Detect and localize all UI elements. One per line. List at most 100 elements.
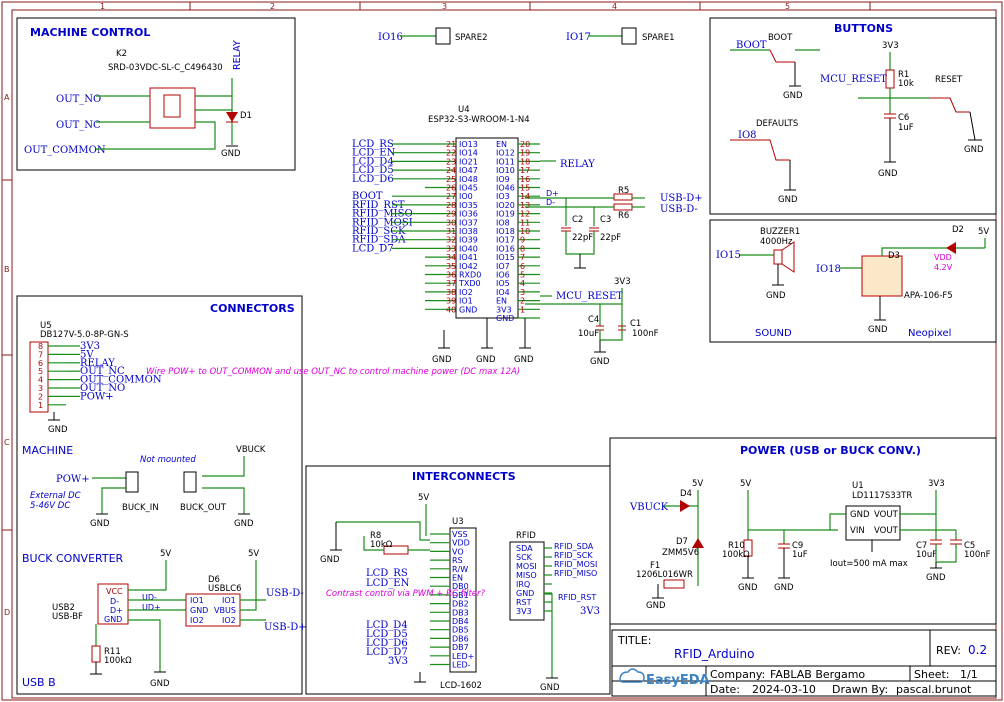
mcu-pin-label: IO36	[459, 210, 478, 219]
dplus-label: D+	[546, 189, 559, 198]
v5-label: 5V	[248, 549, 259, 559]
mcu-pin-number: 39	[446, 297, 456, 306]
d6-label: D6	[208, 575, 220, 585]
lcd-pin-label: DB3	[452, 608, 469, 617]
mcu-pin-label: IO16	[496, 244, 515, 253]
mcu-block: U4 ESP32-S3-WROOM-1-N4 IO1321LCD_RSIO142…	[352, 105, 703, 367]
lcd-pin-label: DB4	[452, 617, 469, 626]
mcu-pin-number: 26	[446, 184, 456, 193]
mcu-pin-label: IO6	[496, 271, 510, 280]
rfid-pin-label: 3V3	[516, 607, 532, 616]
ic-pin: VBUS	[214, 606, 236, 615]
net-usb-dplus: USB-D+	[660, 193, 703, 204]
buck-in-header	[125, 471, 139, 493]
col-label: 3	[442, 2, 447, 11]
buzzer-label: BUZZER1	[760, 227, 800, 237]
mcu-net-label: RFID_SDA	[352, 235, 406, 246]
d7-label: D7	[676, 537, 688, 547]
mcu-net-label: BOOT	[352, 191, 383, 202]
mcu-pin-number: 32	[446, 236, 456, 245]
c3-val: 22pF	[600, 233, 621, 243]
c1-val: 100nF	[632, 329, 659, 339]
ldo-pin: VOUT	[874, 510, 899, 520]
c2-val: 22pF	[572, 233, 593, 243]
v5-label: 5V	[692, 479, 703, 489]
mcu-pin-label: IO3	[496, 192, 510, 201]
ic-pin: IO2	[190, 616, 204, 625]
mcu-pin-label: IO20	[496, 201, 515, 210]
c5-label: C5	[964, 541, 975, 551]
terminal-pin-number: 4	[38, 376, 43, 385]
v5-label: 5V	[418, 493, 429, 503]
r8-val: 10kΩ	[370, 540, 393, 550]
mcu-pin-number: 33	[446, 244, 456, 253]
terminal-net-label: RELAY	[80, 358, 115, 369]
lcd-pin-label: VO	[452, 547, 464, 556]
r1-label: R1	[898, 70, 909, 80]
col-label: 1	[100, 2, 105, 11]
net-pow: POW+	[56, 474, 90, 485]
c3-label: C3	[600, 215, 611, 225]
gnd-label: GND	[476, 355, 496, 365]
v33-label: 3V3	[928, 479, 945, 489]
power-title: POWER (USB or BUCK CONV.)	[740, 444, 921, 457]
rfid-net: RFID_MISO	[554, 569, 597, 578]
date-value: 2024-03-10	[752, 683, 816, 696]
mcu-net-label: LCD_RS	[352, 139, 394, 150]
lcd-pin-label: DB6	[452, 634, 469, 643]
usb-dp-pin: D+	[110, 606, 123, 615]
not-mounted-note: Not mounted	[140, 455, 196, 465]
ldo-pin: GND	[850, 510, 870, 520]
mcu-pin-label: IO12	[496, 149, 515, 158]
mcu-pin-number: 21	[446, 140, 456, 149]
r5-label: R5	[618, 186, 629, 196]
mcu-pin-label: IO37	[459, 218, 478, 227]
col-label: 5	[785, 2, 790, 11]
gnd-label: GND	[738, 583, 758, 593]
ic-pin: IO1	[190, 596, 204, 605]
mcu-pin-number: 5	[520, 271, 525, 280]
c5-val: 100nF	[964, 550, 991, 560]
rfid-net: RFID_SDA	[554, 542, 594, 551]
mcu-pin-label: GND	[459, 305, 477, 314]
terminal-pin-number: 8	[38, 342, 43, 351]
dminus-label: D-	[546, 198, 555, 207]
mcu-pin-label: IO46	[496, 184, 515, 193]
company-label: Company:	[710, 668, 765, 681]
ud-plus-label: UD+	[142, 603, 161, 612]
f1-part: 1206L016WR	[636, 570, 693, 580]
sheet-value: 1/1	[960, 668, 978, 681]
diode-d1-label: D1	[240, 111, 252, 121]
mcu-pin-label: IO1	[459, 297, 473, 306]
lcd-pin-label: VSS	[452, 530, 468, 539]
c4-val: 10uF	[578, 329, 599, 339]
net-lcd-d6: LCD_D6	[366, 638, 408, 649]
gnd-label: GND	[320, 555, 340, 565]
mcu-pin-number: 23	[446, 157, 456, 166]
mcu-pin-number: 25	[446, 175, 456, 184]
power-block: POWER (USB or BUCK CONV.) VBUCK D4 5V D7…	[609, 437, 997, 625]
r10-label: R10	[728, 541, 745, 551]
rfid-pin-label: GND	[516, 589, 534, 598]
net-io8: IO8	[738, 130, 757, 141]
mcu-net-label: LCD_D6	[352, 174, 394, 185]
rfid-pin-label: RST	[516, 598, 532, 607]
rfid-module	[509, 541, 545, 621]
mcu-pin-label: IO17	[496, 236, 515, 245]
gnd-label: GND	[432, 355, 452, 365]
u1-ref: U1	[852, 481, 864, 491]
mcu-pin-label: IO40	[459, 244, 478, 253]
machine-control-title: MACHINE CONTROL	[30, 26, 150, 39]
rfid-ref: RFID	[516, 531, 536, 541]
v5-label: 5V	[160, 549, 171, 559]
mcu-pin-number: 29	[446, 210, 456, 219]
sheet-inner-frame	[11, 9, 997, 699]
net-usb-dplus: USB-D+	[264, 622, 307, 633]
row-label: B	[4, 265, 10, 274]
u5-ref: U5	[40, 321, 52, 331]
terminal-net-label: 5V	[80, 349, 94, 360]
rfid-pin-label: SCK	[516, 553, 533, 562]
c7-val: 10uF	[916, 550, 937, 560]
